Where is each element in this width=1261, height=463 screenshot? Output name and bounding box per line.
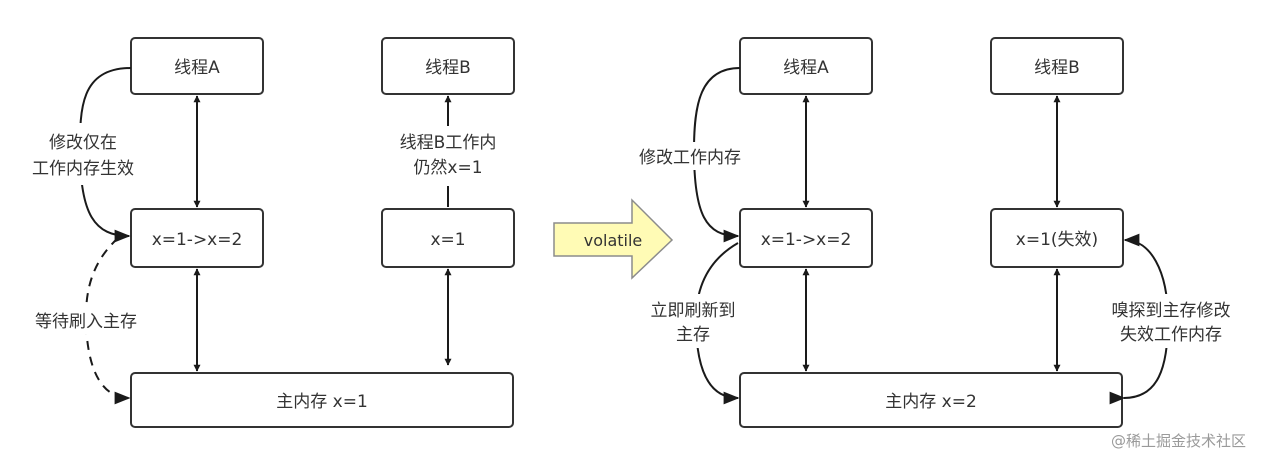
left-work-a-box: x=1->x=2 bbox=[130, 208, 264, 268]
left-wait-label-text: 等待刷入主存 bbox=[35, 312, 137, 332]
right-diagram: 线程A 线程B x=1->x=2 x=1(失效) 主内存 x=2 bbox=[626, 37, 1245, 428]
right-thread-b-label: 线程B bbox=[1034, 58, 1080, 78]
left-modify-label-line2: 工作内存生效 bbox=[32, 159, 134, 179]
right-work-a-label: x=1->x=2 bbox=[761, 230, 852, 250]
left-work-b-label: x=1 bbox=[430, 230, 465, 250]
watermark: @稀土掘金技术社区 bbox=[1111, 432, 1246, 450]
right-sniff-label-line2: 失效工作内存 bbox=[1120, 325, 1222, 345]
left-b-label-line1: 线程B工作内 bbox=[400, 133, 497, 153]
volatile-transition-arrow: volatile bbox=[553, 198, 674, 280]
left-work-b-box: x=1 bbox=[381, 208, 515, 268]
left-b-label: 线程B工作内 仍然x=1 bbox=[390, 126, 506, 186]
left-modify-label: 修改仅在 工作内存生效 bbox=[20, 123, 146, 185]
left-diagram: 线程A 线程B x=1->x=2 x=1 主内存 x=1 修改仅 bbox=[20, 37, 515, 428]
right-modify-label-text: 修改工作内存 bbox=[639, 148, 741, 168]
left-b-label-line2: 仍然x=1 bbox=[413, 158, 482, 178]
left-main-memory-box: 主内存 x=1 bbox=[130, 372, 514, 428]
right-sniff-label: 嗅探到主存修改 失效工作内存 bbox=[1099, 294, 1245, 348]
right-main-memory-box: 主内存 x=2 bbox=[739, 372, 1123, 428]
right-flush-label-line2: 主存 bbox=[676, 325, 710, 345]
right-thread-a-label: 线程A bbox=[783, 58, 829, 78]
right-work-b-label: x=1(失效) bbox=[1016, 230, 1098, 250]
left-thread-b-box: 线程B bbox=[381, 37, 515, 95]
left-thread-b-label: 线程B bbox=[425, 58, 471, 78]
left-main-memory-label: 主内存 x=1 bbox=[276, 392, 368, 412]
right-sniff-label-line1: 嗅探到主存修改 bbox=[1112, 301, 1231, 321]
right-work-a-box: x=1->x=2 bbox=[739, 208, 873, 268]
right-flush-label-line1: 立即刷新到 bbox=[651, 301, 736, 321]
right-flush-label: 立即刷新到 主存 bbox=[638, 294, 744, 348]
right-thread-b-box: 线程B bbox=[990, 37, 1124, 95]
right-work-b-box: x=1(失效) bbox=[990, 208, 1124, 268]
left-thread-a-label: 线程A bbox=[174, 58, 220, 78]
left-wait-label: 等待刷入主存 bbox=[22, 306, 150, 334]
left-work-a-label: x=1->x=2 bbox=[152, 230, 243, 250]
volatile-label: volatile bbox=[584, 231, 643, 250]
right-main-memory-label: 主内存 x=2 bbox=[885, 392, 977, 412]
left-modify-label-line1: 修改仅在 bbox=[49, 133, 117, 153]
left-thread-a-box: 线程A bbox=[130, 37, 264, 95]
right-modify-label: 修改工作内存 bbox=[626, 142, 754, 170]
right-thread-a-box: 线程A bbox=[739, 37, 873, 95]
